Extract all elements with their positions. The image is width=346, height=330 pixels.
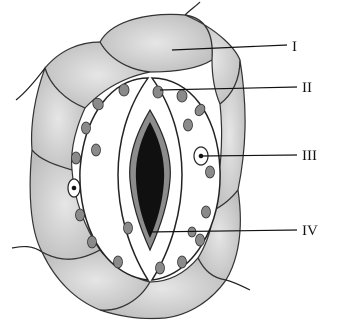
label-III: III: [302, 148, 317, 164]
label-II: II: [302, 80, 312, 96]
label-IV: IV: [302, 223, 318, 239]
label-I: I: [292, 39, 297, 55]
nucleus-left: [68, 179, 80, 197]
